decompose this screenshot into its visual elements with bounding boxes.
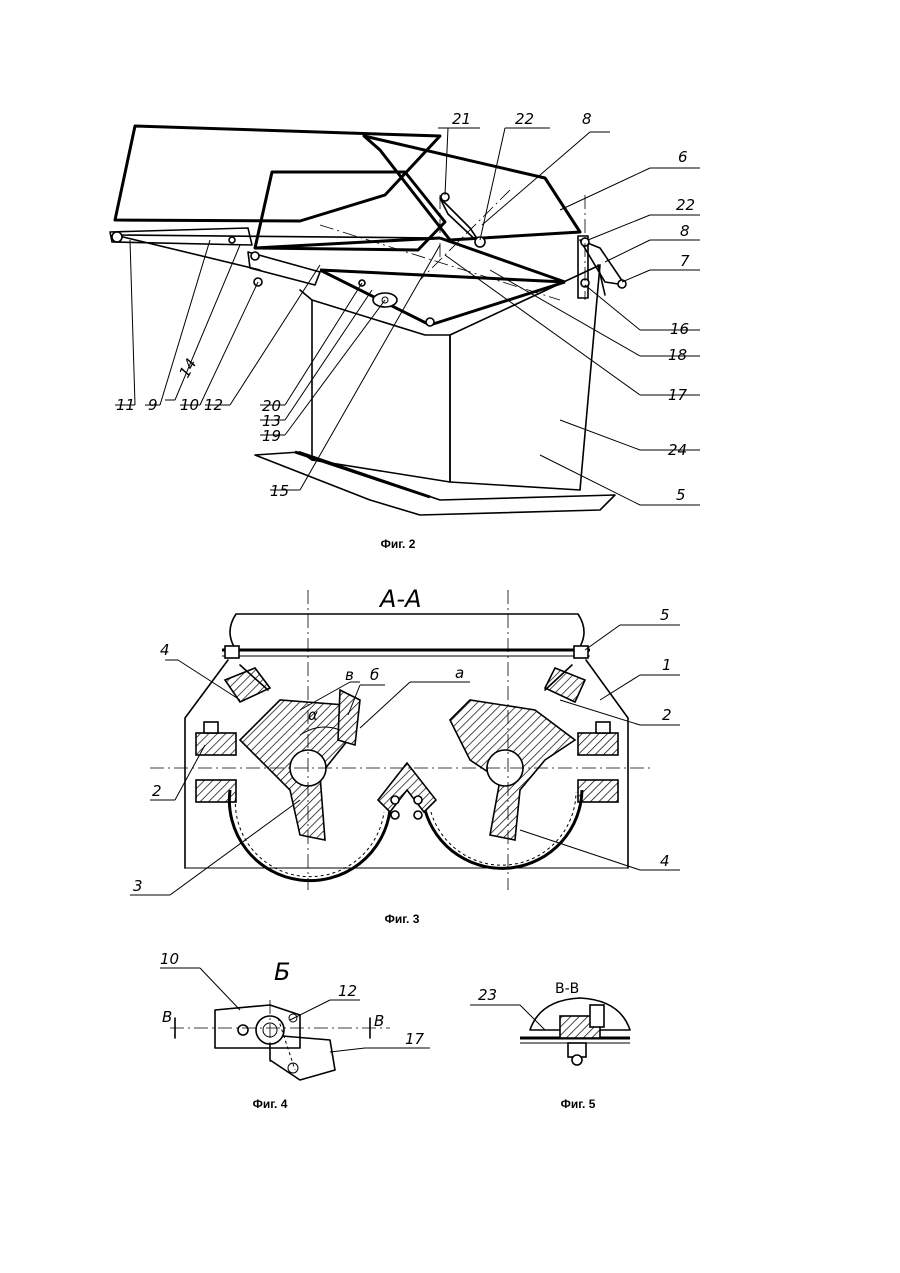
fig4-drawing: Б 10 12 17 В В Фиг. 4 xyxy=(160,950,430,1111)
fig3-label-b: б xyxy=(370,666,379,684)
fig3-caption: Фиг. 3 xyxy=(385,912,420,926)
fig4-label-v-right: В xyxy=(374,1012,384,1030)
fig3-label-v: в xyxy=(345,666,354,684)
fig2-label-20: 20 xyxy=(262,397,281,415)
fig2-label-15: 15 xyxy=(270,482,289,500)
fig4-caption: Фиг. 4 xyxy=(253,1097,288,1111)
fig3-label-2a: 2 xyxy=(662,706,672,724)
fig3-label-alpha: α xyxy=(308,706,318,724)
fig3-label-5: 5 xyxy=(660,606,670,624)
fig2-caption: Фиг. 2 xyxy=(381,537,416,551)
fig3-label-a: а xyxy=(455,664,464,682)
fig2-label-5: 5 xyxy=(676,486,686,504)
fig3-label-4a: 4 xyxy=(160,641,170,659)
fig5-caption: Фиг. 5 xyxy=(561,1097,596,1111)
top-tube xyxy=(230,614,584,650)
fig2-label-17: 17 xyxy=(668,386,688,404)
fig5-drawing: В-В 23 Фиг. 5 xyxy=(470,981,630,1111)
fig3-label-3: 3 xyxy=(133,877,143,895)
fig2-label-8a: 8 xyxy=(582,110,592,128)
right-lid xyxy=(364,136,580,240)
fig2-label-21: 21 xyxy=(452,110,471,128)
fig3-label-1: 1 xyxy=(662,656,672,674)
fig2-label-18: 18 xyxy=(668,346,687,364)
fig2-label-9: 9 xyxy=(148,396,158,414)
fig4-label-17: 17 xyxy=(405,1030,425,1048)
fig4-label-12: 12 xyxy=(338,982,357,1000)
fig4-label-10: 10 xyxy=(160,950,179,968)
fig2-label-8b: 8 xyxy=(680,222,690,240)
fig3-label-4b: 4 xyxy=(660,852,670,870)
fig2-label-7: 7 xyxy=(680,252,690,270)
fig4-label-v-left: В xyxy=(162,1008,172,1026)
fig5-label-23: 23 xyxy=(478,986,497,1004)
fig5-section-title: В-В xyxy=(555,981,579,997)
fig3-label-2b: 2 xyxy=(152,782,162,800)
base-plate xyxy=(255,452,615,515)
fig2-label-24: 24 xyxy=(668,441,687,459)
fig3-drawing: А-А xyxy=(130,585,680,926)
fig2-label-10: 10 xyxy=(180,396,199,414)
fig2-label-22b: 22 xyxy=(676,196,695,214)
hopper-front xyxy=(312,300,450,482)
fig2-label-6: 6 xyxy=(678,148,688,166)
fig2-label-16: 16 xyxy=(670,320,689,338)
fig4-view-title: Б xyxy=(274,958,290,986)
fig2-label-14: 14 xyxy=(175,355,200,381)
fig2-drawing: 21 22 8 6 22 8 7 16 18 17 24 5 15 19 13 … xyxy=(110,110,700,551)
fig3-section-title: А-А xyxy=(378,585,422,613)
fig2-label-11: 11 xyxy=(116,396,135,414)
fig2-label-12: 12 xyxy=(204,396,223,414)
fig2-label-22a: 22 xyxy=(515,110,534,128)
